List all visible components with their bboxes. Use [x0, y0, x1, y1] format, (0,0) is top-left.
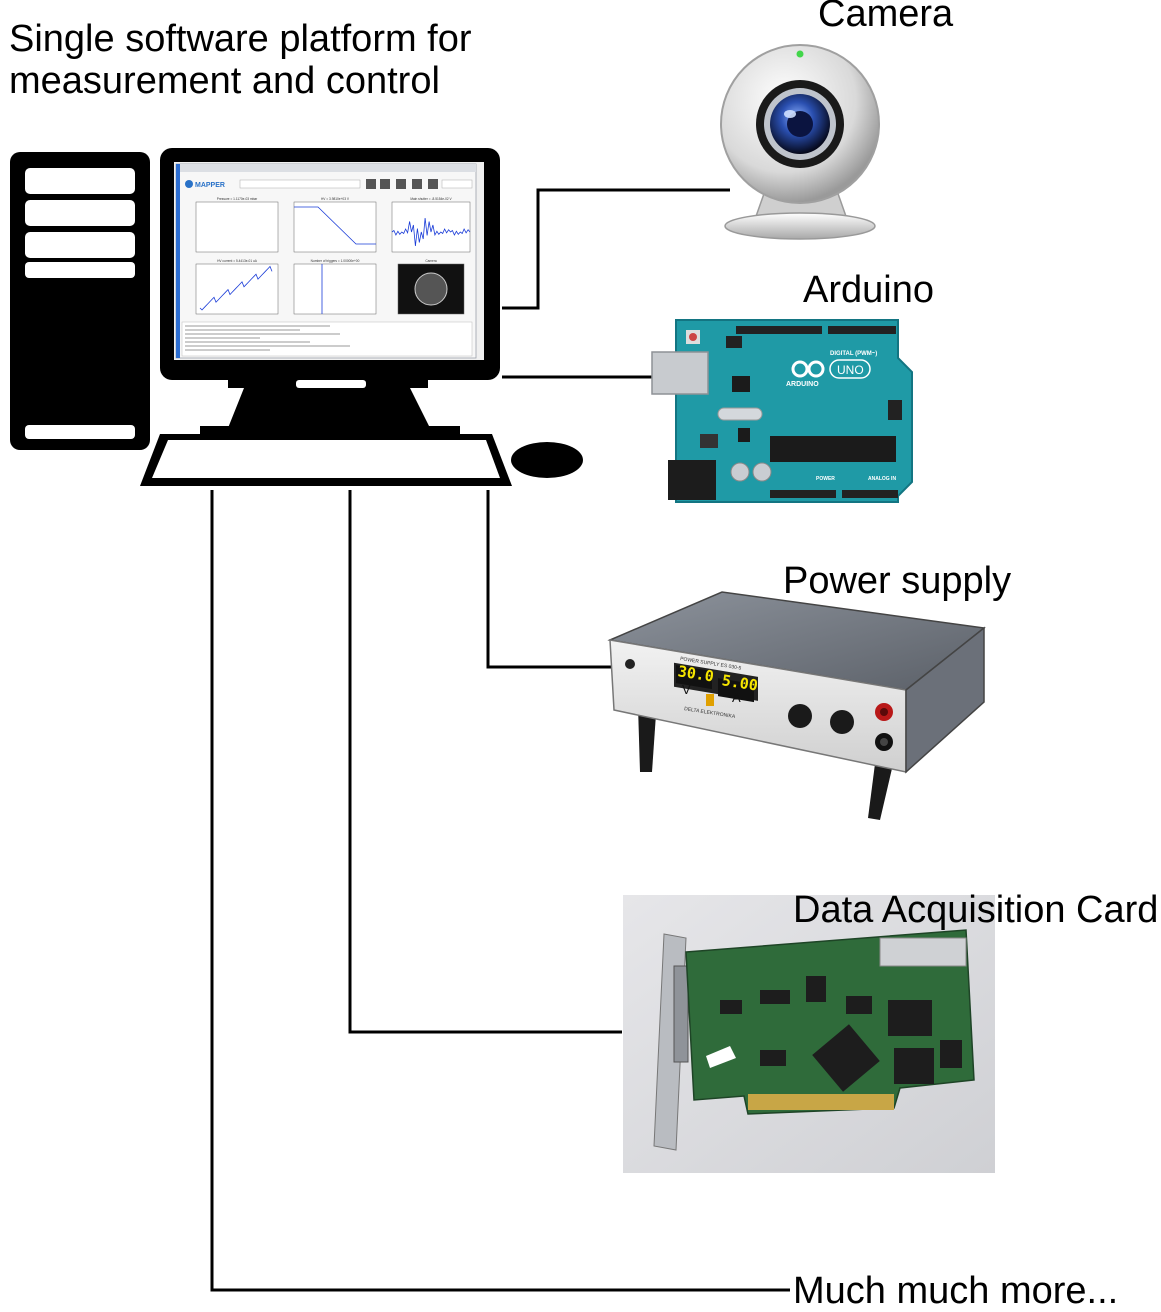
computer-keyboard: [140, 434, 512, 486]
power-supply-icon: 30.0 5.00 V A DELTA ELEKTRONIKA POWER SU…: [607, 591, 986, 820]
platform-title: Single software platform for measurement…: [9, 18, 472, 102]
plot-frame: [391, 201, 471, 253]
plot-frame: [195, 201, 279, 253]
plot-title: Number of triggers = 1.00000e+00: [311, 259, 360, 263]
computer-monitor: MAPPER Pressure = 1.1170e-03 mbar HV = 3.…: [160, 148, 500, 436]
arduino-analog-label: ANALOG IN: [868, 476, 896, 482]
arduino-logo: ARDUINO UNO: [786, 359, 871, 388]
plot-title: HV current = 5.4413e-01 uA: [217, 259, 258, 263]
daq-card-icon: [623, 895, 995, 1173]
daq-label: Data Acquisition Card: [793, 889, 1159, 931]
plot-title: Main shutter = -8.5154e-02 V: [410, 197, 452, 201]
webcam-icon: [720, 44, 880, 240]
plot-title: Camera: [425, 259, 437, 263]
plot-trace: [199, 265, 273, 311]
plot-title: Pressure = 1.1170e-03 mbar: [217, 197, 258, 201]
ps-current-unit: A: [732, 690, 741, 705]
plot-trace: [391, 217, 471, 247]
daq-connection: [348, 490, 622, 1034]
arduino-board-icon: ARDUINO UNO DIGITAL (PWM~) ANALOG IN POW…: [651, 319, 913, 503]
arduino-digital-label: DIGITAL (PWM~): [830, 351, 877, 357]
camera-label: Camera: [818, 0, 954, 35]
power-supply-connection: [486, 490, 612, 669]
more-connection: [210, 490, 790, 1292]
plot-trace: [294, 206, 376, 245]
screen-plots: Pressure = 1.1170e-03 mbar HV = 3.9810e+0…: [195, 197, 471, 315]
software-screenshot: MAPPER Pressure = 1.1170e-03 mbar HV = 3.…: [174, 162, 484, 360]
power-supply-label: Power supply: [783, 560, 1012, 602]
ps-voltage-unit: V: [682, 682, 691, 697]
arduino-label: Arduino: [803, 269, 934, 311]
computer-icon: MAPPER Pressure = 1.1170e-03 mbar HV = 3.…: [10, 148, 583, 486]
plot-title: HV = 3.9810e+03 V: [321, 197, 350, 201]
arduino-power-label: POWER: [816, 476, 835, 482]
computer-tower: [10, 152, 150, 450]
plot-frame: [293, 263, 377, 315]
arduino-brand: ARDUINO: [786, 381, 819, 388]
camera-preview-image: [414, 272, 448, 306]
mapper-logo: MAPPER: [195, 182, 225, 189]
connection-lines: [210, 188, 790, 1292]
camera-connection: [502, 188, 730, 310]
more-devices-label: Much much more...: [793, 1270, 1119, 1312]
computer-mouse: [511, 442, 583, 478]
arduino-model: UNO: [837, 363, 864, 377]
ps-current-display: 5.00: [721, 671, 759, 694]
plot-frame: [293, 201, 377, 253]
ps-voltage-display: 30.0: [677, 662, 715, 685]
